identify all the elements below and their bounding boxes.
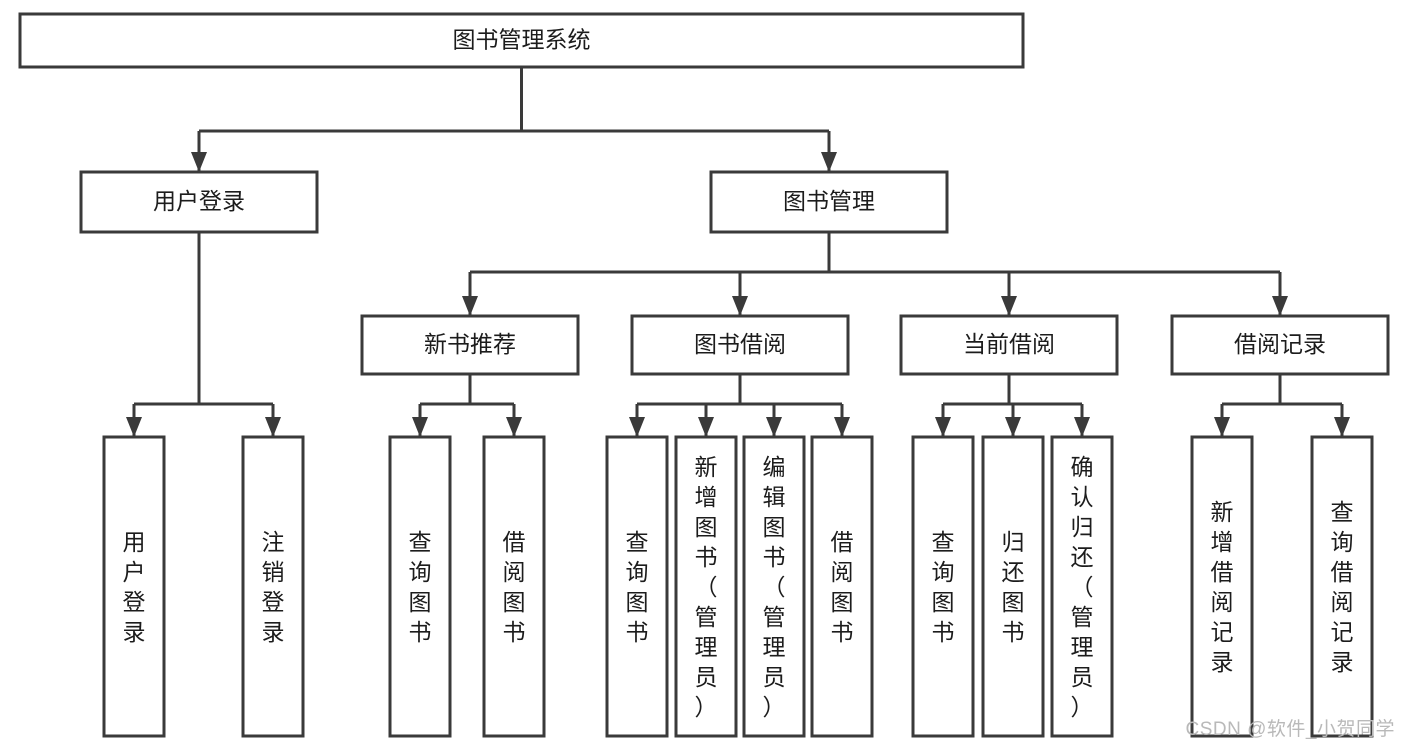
arrow-head-icon [834,417,850,437]
node-user-login[interactable]: 用户登录 [79,170,319,234]
node-box [241,435,305,738]
arrow-head-icon [412,417,428,437]
node-box [899,314,1119,376]
node-label: 当前借阅 [963,331,1055,357]
node-leaf-borrow-book-b[interactable]: 借阅图书 [810,435,874,738]
node-box [674,435,738,738]
node-leaf-query-book-b[interactable]: 查询图书 [605,435,669,738]
node-box [1190,435,1254,738]
node-leaf-user-login[interactable]: 用户登录 [102,435,166,738]
arrow-head-icon [821,152,837,172]
connector-lines [126,67,1350,437]
arrow-head-icon [1005,417,1021,437]
arrow-head-icon [506,417,522,437]
node-root[interactable]: 图书管理系统 [18,12,1025,69]
node-label: 编辑图书（管理员） [763,454,786,720]
node-box [1170,314,1390,376]
arrow-head-icon [1001,296,1017,316]
node-box [605,435,669,738]
arrow-head-icon [1074,417,1090,437]
node-leaf-return-book[interactable]: 归还图书 [981,435,1045,738]
node-label: 图书管理 [783,188,875,214]
node-label: 用户登录 [153,188,245,214]
arrow-head-icon [462,296,478,316]
node-box [709,170,949,234]
node-leaf-query-book-c[interactable]: 查询图书 [911,435,975,738]
arrow-head-icon [126,417,142,437]
node-label: 借阅记录 [1234,331,1326,357]
node-box [18,12,1025,69]
node-leaf-confirm-return[interactable]: 确认归还（管理员） [1050,435,1114,738]
node-label: 图书管理系统 [453,27,591,53]
node-box [79,170,319,234]
node-box [1050,435,1114,738]
node-label: 确认归还（管理员） [1071,454,1094,720]
node-box [1310,435,1374,738]
arrow-head-icon [698,417,714,437]
node-leaf-borrow-book-rec[interactable]: 借阅图书 [482,435,546,738]
node-label: 新增借阅记录 [1211,499,1234,675]
arrow-head-icon [766,417,782,437]
arrow-head-icon [935,417,951,437]
node-box [102,435,166,738]
arrow-head-icon [191,152,207,172]
node-box [981,435,1045,738]
node-label: 查询借阅记录 [1331,499,1354,675]
node-label: 新增图书（管理员） [695,454,718,720]
node-boxes: 图书管理系统用户登录图书管理新书推荐图书借阅当前借阅借阅记录用户登录注销登录查询… [18,12,1390,738]
arrow-head-icon [732,296,748,316]
arrow-head-icon [1272,296,1288,316]
arrow-head-icon [1334,417,1350,437]
arrow-head-icon [629,417,645,437]
node-label: 借阅图书 [831,529,854,645]
node-box [911,435,975,738]
arrow-head-icon [265,417,281,437]
node-label: 查询图书 [932,529,955,645]
node-box [360,314,580,376]
node-current-borrow[interactable]: 当前借阅 [899,314,1119,376]
node-book-manage[interactable]: 图书管理 [709,170,949,234]
node-label: 图书借阅 [694,331,786,357]
node-label: 新书推荐 [424,331,516,357]
node-box [810,435,874,738]
node-label: 查询图书 [626,529,649,645]
node-book-borrow[interactable]: 图书借阅 [630,314,850,376]
node-new-book-rec[interactable]: 新书推荐 [360,314,580,376]
node-label: 查询图书 [409,529,432,645]
node-box [630,314,850,376]
node-box [742,435,806,738]
node-leaf-query-book-rec[interactable]: 查询图书 [388,435,452,738]
node-label: 注销登录 [262,529,285,645]
node-leaf-user-logout[interactable]: 注销登录 [241,435,305,738]
node-label: 借阅图书 [503,529,526,645]
node-borrow-record[interactable]: 借阅记录 [1170,314,1390,376]
node-box [482,435,546,738]
node-label: 用户登录 [123,529,146,645]
node-leaf-add-book[interactable]: 新增图书（管理员） [674,435,738,738]
node-leaf-add-record[interactable]: 新增借阅记录 [1190,435,1254,738]
node-leaf-query-record[interactable]: 查询借阅记录 [1310,435,1374,738]
node-leaf-edit-book[interactable]: 编辑图书（管理员） [742,435,806,738]
node-label: 归还图书 [1002,529,1025,645]
arrow-head-icon [1214,417,1230,437]
node-box [388,435,452,738]
